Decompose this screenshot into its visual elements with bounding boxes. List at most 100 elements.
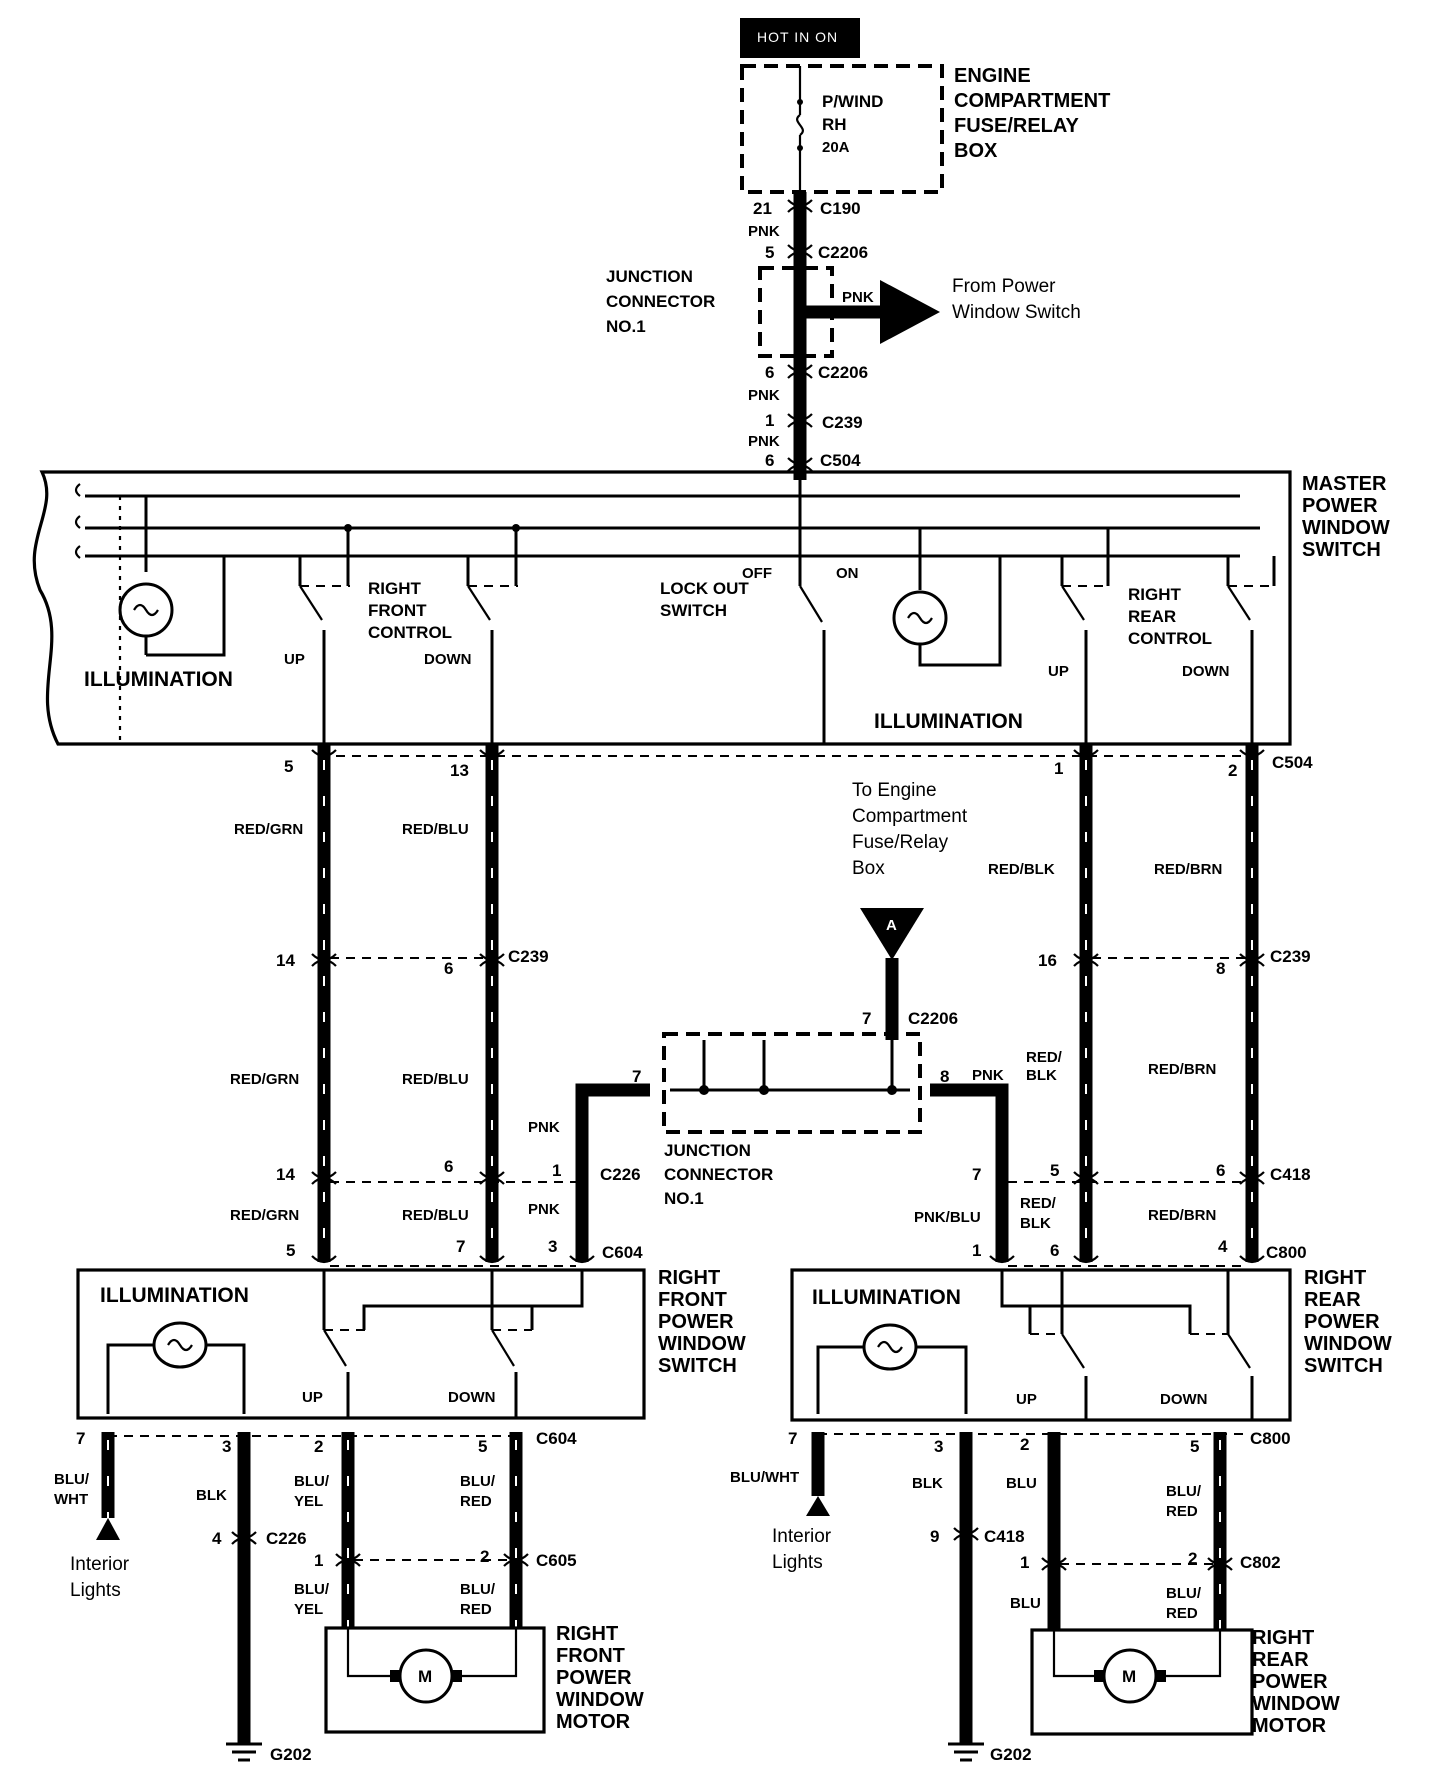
rf-switch-title-2: FRONT <box>658 1289 727 1311</box>
pin-2-c604-b: 2 <box>314 1437 323 1456</box>
rf-switch-title-3: POWER <box>658 1311 734 1333</box>
rf-motor-title-2: FRONT <box>556 1645 625 1667</box>
junction-connector-center <box>662 1032 922 1134</box>
wire-pnk-2: PNK <box>842 289 874 306</box>
lockout-2: SWITCH <box>660 601 727 620</box>
rr-motor-title-5: MOTOR <box>1252 1715 1327 1737</box>
rf-illumination-label: ILLUMINATION <box>100 1284 249 1307</box>
rf-switch-title-4: WINDOW <box>658 1333 746 1355</box>
wire-red-brn-2: RED/BRN <box>1148 1061 1216 1078</box>
conn-c504-top: C504 <box>820 451 861 470</box>
pin-2-c605: 2 <box>480 1547 489 1566</box>
junction-title-2: CONNECTOR <box>606 292 715 311</box>
pin-6-c800: 6 <box>1050 1241 1059 1260</box>
pin-14-c239: 14 <box>276 951 295 970</box>
pin-3-c604-b: 3 <box>222 1437 231 1456</box>
wire-red-blk-3a: RED/ <box>1020 1195 1057 1212</box>
pin-5-c504: 5 <box>284 757 293 776</box>
pin-7-c2206: 7 <box>862 1009 871 1028</box>
rf-control-1: RIGHT <box>368 579 422 598</box>
pin-1-c504: 1 <box>1054 759 1063 778</box>
wire-pnk-1: PNK <box>748 223 780 240</box>
pin-3-c800-b: 3 <box>934 1437 943 1456</box>
rf-motor-title-4: WINDOW <box>556 1689 644 1711</box>
hot-in-on-label: HOT IN ON <box>757 29 838 45</box>
pin-7-c604-b: 7 <box>76 1429 85 1448</box>
to-engine-2: Compartment <box>852 806 968 827</box>
pin-1a: 1 <box>765 411 774 430</box>
ground-g202-right: G202 <box>990 1745 1032 1764</box>
pin-2-c504: 2 <box>1228 761 1237 780</box>
fuse-box-title-3: FUSE/RELAY <box>954 115 1080 137</box>
lockout-on: ON <box>836 565 859 582</box>
rr-motor-m: M <box>1122 1667 1136 1686</box>
pin-6a: 6 <box>765 363 774 382</box>
conn-c2206-mid: C2206 <box>818 363 868 382</box>
fuse-box-title-2: COMPARTMENT <box>954 90 1110 112</box>
fuse-box-outline <box>740 64 944 194</box>
lockout-1: LOCK OUT <box>660 579 749 598</box>
master-up-right: UP <box>1048 663 1069 680</box>
wire-red-blk-2b: BLK <box>1026 1067 1057 1084</box>
rr-switch-title-4: WINDOW <box>1304 1333 1392 1355</box>
pin-1-c800: 1 <box>972 1241 981 1260</box>
rf-motor-box <box>324 1626 546 1734</box>
from-switch-arrow <box>880 280 940 344</box>
wire-blu-red-3a: BLU/ <box>1166 1483 1202 1500</box>
pin-8-c239: 8 <box>1216 959 1225 978</box>
fuse-box-title-1: ENGINE <box>954 65 1031 87</box>
pin-2-c802: 2 <box>1188 1549 1197 1568</box>
fuse-name-2: RH <box>822 115 847 134</box>
interior-lights-ground-left <box>96 1518 120 1540</box>
pin-7-jc-left: 7 <box>632 1067 641 1086</box>
rr-switch-box <box>790 1268 1292 1422</box>
conn-c239-top: C239 <box>822 413 863 432</box>
to-engine-1: To Engine <box>852 780 937 801</box>
pin-6b: 6 <box>765 451 774 470</box>
conn-c190: C190 <box>820 199 861 218</box>
pin-7-c800-b: 7 <box>788 1429 797 1448</box>
conn-c605: C605 <box>536 1551 577 1570</box>
rf-switch-title-5: SWITCH <box>658 1355 737 1377</box>
lockout-off: OFF <box>742 565 772 582</box>
rr-up: UP <box>1016 1391 1037 1408</box>
conn-c604-bottom: C604 <box>536 1429 577 1448</box>
wire-blu-yel-1a: BLU/ <box>294 1473 330 1490</box>
pin-1-c802: 1 <box>1020 1553 1029 1572</box>
wire-pnk-4: PNK <box>748 433 780 450</box>
wire-red-brn-3: RED/BRN <box>1148 1207 1216 1224</box>
pin-2-c800-b: 2 <box>1020 1435 1029 1454</box>
wire-blk-2: BLK <box>912 1475 943 1492</box>
conn-c2206-top: C2206 <box>818 243 868 262</box>
interior-lights-right-1: Interior <box>772 1526 832 1547</box>
pin-4-c800: 4 <box>1218 1237 1228 1256</box>
fuse-name-1: P/WIND <box>822 92 883 111</box>
master-down-left: DOWN <box>424 651 472 668</box>
pin-6-c226: 6 <box>444 1157 453 1176</box>
pin-9-c418: 9 <box>930 1527 939 1546</box>
master-up-left: UP <box>284 651 305 668</box>
illumination-left-label: ILLUMINATION <box>84 668 233 691</box>
wire-red-blk-1: RED/BLK <box>988 861 1055 878</box>
wire-blu-wht-2: BLU/WHT <box>730 1469 799 1486</box>
rr-illumination-label: ILLUMINATION <box>812 1286 961 1309</box>
conn-c800-bottom: C800 <box>1250 1429 1291 1448</box>
master-down-right: DOWN <box>1182 663 1230 680</box>
rr-motor-title-3: POWER <box>1252 1671 1328 1693</box>
wire-red-grn-3: RED/GRN <box>230 1207 299 1224</box>
hot-in-on-badge <box>740 18 860 58</box>
master-switch-box <box>32 470 1292 746</box>
conn-c239-right: C239 <box>1270 947 1311 966</box>
rr-motor-title-2: REAR <box>1252 1649 1309 1671</box>
wire-blu-red-2a: BLU/ <box>460 1581 496 1598</box>
wire-red-blk-2a: RED/ <box>1026 1049 1063 1066</box>
wire-blu-2: BLU <box>1010 1595 1041 1612</box>
pin-14-c226: 14 <box>276 1165 295 1184</box>
interior-lights-left-2: Lights <box>70 1580 121 1601</box>
to-engine-3: Fuse/Relay <box>852 832 949 853</box>
pin-8-jc-right: 8 <box>940 1067 949 1086</box>
conn-c2206-bottom: C2206 <box>908 1009 958 1028</box>
master-title-2: POWER <box>1302 495 1378 517</box>
pin-7-c418: 7 <box>972 1165 981 1184</box>
to-engine-4: Box <box>852 858 885 879</box>
